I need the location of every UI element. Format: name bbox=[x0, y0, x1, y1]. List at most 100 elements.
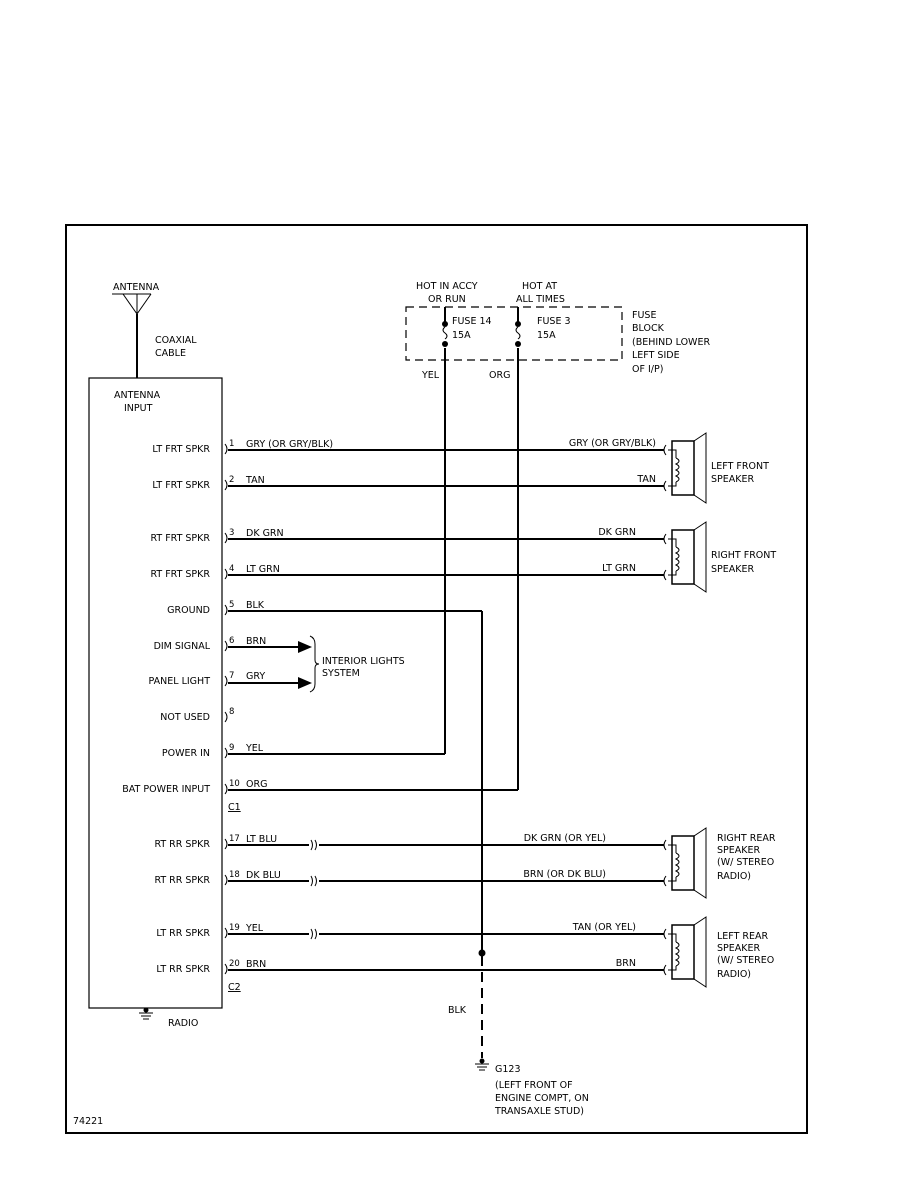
wire-label: ORG bbox=[246, 779, 267, 790]
pin-number: 20 bbox=[229, 959, 240, 969]
ground-wire bbox=[228, 610, 489, 1071]
wire-label: BLK bbox=[246, 600, 265, 611]
ground-label: ENGINE COMPT, ON bbox=[495, 1093, 589, 1104]
radio-pins: LT FRT SPKR LT FRT SPKR RT FRT SPKR RT F… bbox=[122, 444, 210, 975]
wire-label: BRN bbox=[246, 636, 266, 647]
fuse-block-label: OF I/P) bbox=[632, 364, 663, 375]
connector-c2-label: C2 bbox=[228, 982, 241, 993]
wire-label: DK GRN bbox=[598, 527, 636, 538]
pin-label: DIM SIGNAL bbox=[154, 641, 211, 652]
speaker-label: SPEAKER bbox=[717, 845, 760, 856]
speaker-icon bbox=[663, 521, 707, 593]
wire-label: TAN bbox=[245, 475, 265, 486]
antenna-symbol-icon bbox=[112, 293, 152, 378]
fuse14-rating: 15A bbox=[452, 330, 471, 341]
wire-label: TAN bbox=[636, 474, 656, 485]
ground-label: (LEFT FRONT OF bbox=[495, 1080, 573, 1091]
connector-pins: 1 2 3 4 5 6 7 8 9 10 17 18 19 20 bbox=[224, 439, 240, 975]
speaker-label: SPEAKER bbox=[711, 564, 754, 575]
speaker-label: (W/ STEREO bbox=[717, 857, 774, 868]
pin-number: 2 bbox=[229, 475, 234, 485]
fuse-icon bbox=[442, 307, 448, 347]
speaker-label: RADIO) bbox=[717, 871, 751, 882]
fuse3-name: FUSE 3 bbox=[537, 316, 571, 327]
power-wires bbox=[228, 348, 519, 791]
speaker-label: RADIO) bbox=[717, 969, 751, 980]
fuse3-hot-label-2: ALL TIMES bbox=[516, 294, 565, 305]
diagram-frame bbox=[65, 224, 808, 1134]
fuse-icon bbox=[515, 307, 521, 347]
pin-number: 9 bbox=[229, 743, 234, 753]
pin-number: 18 bbox=[229, 870, 240, 880]
wire-label: DK GRN (OR YEL) bbox=[524, 833, 606, 844]
antenna-label: ANTENNA bbox=[113, 282, 160, 293]
pin-label: RT FRT SPKR bbox=[150, 569, 210, 580]
fuse14-name: FUSE 14 bbox=[452, 316, 492, 327]
connector-c1-label: C1 bbox=[228, 802, 241, 813]
speaker-label: RIGHT FRONT bbox=[711, 550, 776, 561]
wire-label: LT GRN bbox=[246, 564, 280, 575]
ground-label: G123 bbox=[495, 1064, 521, 1075]
wire-label: DK GRN bbox=[246, 528, 284, 539]
pin-number: 6 bbox=[229, 636, 234, 646]
pin-label: GROUND bbox=[167, 605, 210, 616]
radio-ground-icon bbox=[139, 1007, 153, 1020]
wire-label: LT GRN bbox=[602, 563, 636, 574]
speaker-icon bbox=[663, 827, 707, 899]
pin-label: LT FRT SPKR bbox=[152, 480, 210, 491]
pin-number: 1 bbox=[229, 439, 234, 449]
fuse14-hot-label-2: OR RUN bbox=[428, 294, 466, 305]
antenna-input-label: ANTENNA bbox=[114, 390, 161, 401]
speaker-label: SPEAKER bbox=[711, 474, 754, 485]
speaker-label: (W/ STEREO bbox=[717, 955, 774, 966]
wire-label: BRN (OR DK BLU) bbox=[523, 869, 606, 880]
pin-number: 5 bbox=[229, 600, 234, 610]
fuse14-hot-label: HOT IN ACCY bbox=[416, 281, 478, 292]
radio-label: RADIO bbox=[168, 1018, 198, 1029]
pin-label: RT RR SPKR bbox=[154, 839, 210, 850]
pin-label: NOT USED bbox=[160, 712, 210, 723]
speaker-label: RIGHT REAR bbox=[717, 833, 776, 844]
wire-label: GRY bbox=[246, 671, 265, 682]
interior-lights-label: INTERIOR LIGHTS bbox=[322, 656, 405, 667]
fuse-block-label: BLOCK bbox=[632, 323, 665, 334]
speaker-label: LEFT FRONT bbox=[711, 461, 769, 472]
wire-label: TAN (OR YEL) bbox=[572, 922, 636, 933]
interior-lights-label-2: SYSTEM bbox=[322, 668, 360, 679]
speaker-label: SPEAKER bbox=[717, 943, 760, 954]
antenna-input-label-2: INPUT bbox=[124, 403, 153, 414]
coaxial-cable-label: COAXIAL bbox=[155, 335, 197, 346]
fuse-block-box bbox=[405, 306, 623, 361]
pin-label: PANEL LIGHT bbox=[149, 676, 211, 687]
interior-lights-wires bbox=[228, 635, 320, 693]
wire-label: YEL bbox=[245, 923, 264, 934]
speaker-icon bbox=[663, 916, 707, 988]
speaker-wires bbox=[228, 449, 664, 971]
ground-label: TRANSAXLE STUD) bbox=[494, 1106, 584, 1117]
pin-number: 8 bbox=[229, 707, 234, 717]
pin-label: POWER IN bbox=[162, 748, 210, 759]
fuse-block-label: (BEHIND LOWER bbox=[632, 337, 710, 348]
pin-number: 17 bbox=[229, 834, 240, 844]
far-wire-labels: GRY (OR GRY/BLK) TAN DK GRN LT GRN DK GR… bbox=[523, 438, 656, 969]
near-wire-labels: GRY (OR GRY/BLK) TAN DK GRN LT GRN BLK B… bbox=[245, 439, 333, 970]
radio-box bbox=[88, 377, 223, 1009]
diagram-id: 74221 bbox=[73, 1116, 103, 1127]
pin-number: 10 bbox=[229, 779, 240, 789]
pin-label: BAT POWER INPUT bbox=[122, 784, 210, 795]
coaxial-cable-label-2: CABLE bbox=[155, 348, 186, 359]
pin-label: RT FRT SPKR bbox=[150, 533, 210, 544]
wire-label: LT BLU bbox=[246, 834, 277, 845]
wire-label: GRY (OR GRY/BLK) bbox=[246, 439, 333, 450]
speaker-labels: LEFT FRONT SPEAKER RIGHT FRONT SPEAKER R… bbox=[711, 461, 776, 980]
pin-label: RT RR SPKR bbox=[154, 875, 210, 886]
fuse-block-label: LEFT SIDE bbox=[632, 350, 680, 361]
fuse3-rating: 15A bbox=[537, 330, 556, 341]
wire-label: BRN bbox=[616, 958, 636, 969]
wire-label: GRY (OR GRY/BLK) bbox=[569, 438, 656, 449]
pin-number: 3 bbox=[229, 528, 234, 538]
fuse14-wire-label: YEL bbox=[421, 370, 440, 381]
pin-number: 4 bbox=[229, 564, 234, 574]
pin-number: 19 bbox=[229, 923, 240, 933]
